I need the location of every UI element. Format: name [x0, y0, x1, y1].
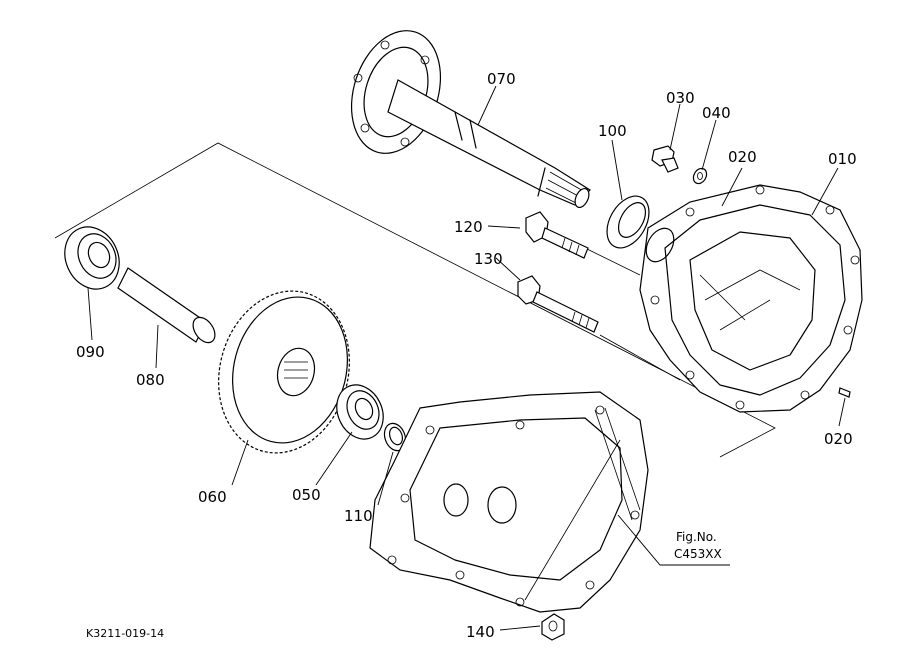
housing-case-010: [639, 184, 863, 413]
fig-no-code: C453XX: [674, 547, 722, 561]
label-070: 070: [487, 70, 516, 88]
figure-reference: Fig.No. C453XX: [674, 530, 722, 561]
nut-140: [541, 613, 565, 641]
bearing-050: [336, 384, 384, 440]
sleeve-080: [117, 267, 216, 344]
fig-no-label: Fig.No.: [676, 530, 717, 544]
label-030: 030: [666, 89, 695, 107]
plug-030: [651, 145, 679, 173]
label-130: 130: [474, 250, 503, 268]
oil-seal-100: [606, 195, 650, 249]
part-labels: 070 100 030 040 020 010 120 130 020 090 …: [76, 70, 857, 641]
washer-040: [692, 167, 708, 185]
label-120: 120: [454, 218, 483, 236]
mating-plate: [369, 391, 649, 613]
label-020-lower: 020: [824, 430, 853, 448]
label-010: 010: [828, 150, 857, 168]
label-080: 080: [136, 371, 165, 389]
gear-060: [218, 290, 350, 454]
leader-lines: [87, 85, 846, 631]
drawing-code: K3211-019-14: [86, 627, 164, 640]
assembly-guide-lines: [54, 142, 776, 458]
label-090: 090: [76, 343, 105, 361]
axle-shaft-070: [350, 30, 591, 209]
pin-020-lower: [838, 387, 851, 398]
bearing-090: [64, 226, 120, 290]
bolt-130: [517, 275, 599, 333]
label-140: 140: [466, 623, 495, 641]
label-020-upper: 020: [728, 148, 757, 166]
label-110: 110: [344, 507, 373, 525]
label-100: 100: [598, 122, 627, 140]
label-050: 050: [292, 486, 321, 504]
bolt-120: [525, 211, 589, 259]
label-060: 060: [198, 488, 227, 506]
label-040: 040: [702, 104, 731, 122]
